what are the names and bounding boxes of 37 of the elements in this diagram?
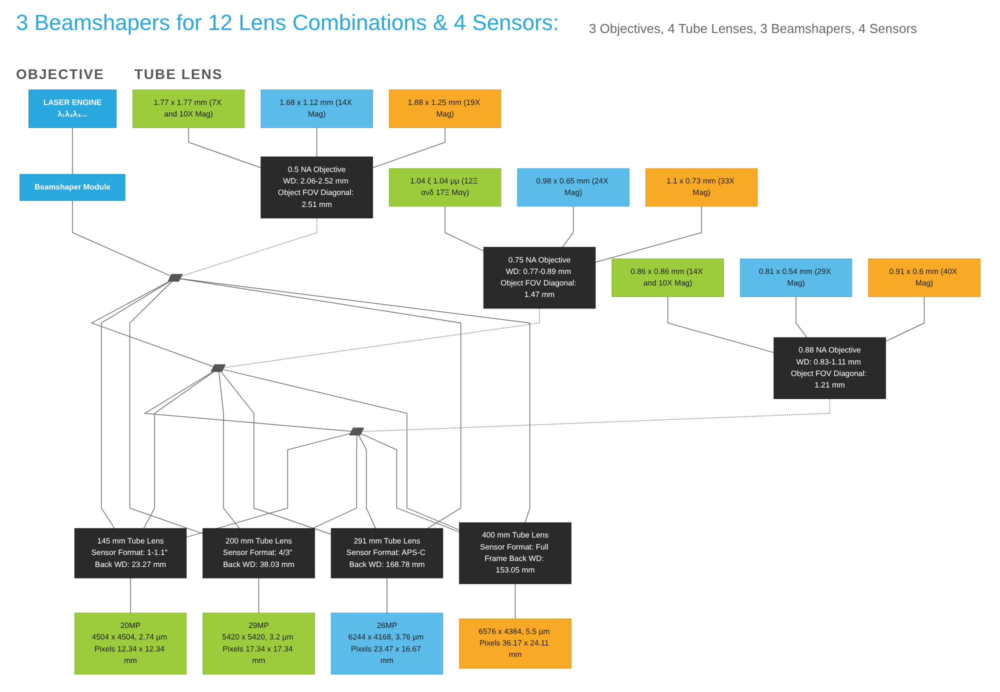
connector bbox=[90, 281, 214, 368]
connector bbox=[72, 200, 172, 276]
diagram-title: 3 Beamshapers for 12 Lens Combinations & 4 Sensors: bbox=[16, 10, 559, 36]
connector bbox=[188, 127, 262, 168]
connector bbox=[372, 127, 446, 168]
connector bbox=[358, 435, 376, 529]
connector bbox=[258, 578, 260, 614]
connector bbox=[180, 278, 530, 523]
connector bbox=[129, 281, 204, 534]
connector bbox=[218, 372, 240, 529]
connector bbox=[312, 435, 358, 529]
connector bbox=[224, 308, 540, 368]
connector bbox=[360, 433, 460, 532]
connector bbox=[595, 206, 702, 263]
connector bbox=[220, 372, 332, 535]
node-bar bbox=[210, 364, 226, 372]
connector bbox=[362, 398, 830, 432]
node-bar bbox=[168, 274, 183, 282]
section-heading: TUBE LENS bbox=[134, 66, 223, 82]
node-bar bbox=[349, 428, 364, 436]
connector bbox=[182, 218, 318, 276]
section-heading: OBJECTIVE bbox=[16, 66, 104, 82]
connector bbox=[316, 127, 318, 158]
connector bbox=[72, 127, 73, 175]
connector bbox=[514, 583, 516, 620]
connector bbox=[180, 278, 462, 529]
connector bbox=[144, 372, 352, 432]
connector bbox=[143, 372, 214, 529]
connector bbox=[796, 296, 808, 338]
connector bbox=[222, 369, 460, 530]
connector bbox=[101, 281, 170, 529]
connector bbox=[667, 296, 774, 353]
connector bbox=[186, 433, 351, 538]
connector bbox=[562, 206, 574, 248]
connector bbox=[130, 578, 131, 614]
connector bbox=[386, 578, 388, 614]
subtitle: 3 Objectives, 4 Tube Lenses, 3 Beamshapers, 4 Sensors bbox=[588, 21, 918, 36]
